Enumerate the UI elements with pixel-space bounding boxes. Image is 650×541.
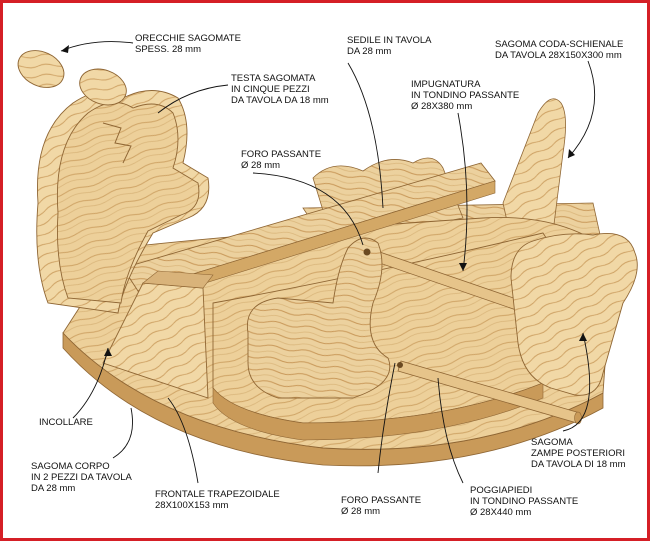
label-head-line2: IN CINQUE PEZZI	[231, 84, 310, 95]
leader-body	[112, 407, 133, 459]
seat-side-panel	[246, 237, 391, 399]
label-hole-bottom: FORO PASSANTE Ø 28 mm	[341, 495, 421, 517]
arrow-legs	[579, 333, 587, 341]
leader-hole-bottom	[377, 362, 396, 474]
rocking-horse-illustration	[17, 41, 638, 484]
ear-right	[79, 68, 127, 106]
rocker-edge-front	[212, 382, 544, 441]
label-head-line1: TESTA SAGOMATA	[231, 73, 316, 84]
label-glue: INCOLLARE	[39, 417, 93, 428]
head-shape-front	[56, 102, 200, 304]
label-head-line3: DA TAVOLA DA 18 mm	[231, 95, 329, 106]
label-front: FRONTALE TRAPEZOIDALE 28X100X153 mm	[155, 489, 280, 511]
leader-lines	[60, 41, 596, 484]
leader-ears	[60, 41, 134, 52]
label-legs-line2: ZAMPE POSTERIORI	[531, 448, 625, 459]
label-glue-line1: INCOLLARE	[39, 417, 93, 428]
leader-footrest	[437, 377, 464, 484]
label-seat-line1: SEDILE IN TAVOLA	[347, 35, 432, 46]
leader-seat	[347, 62, 384, 209]
leader-head	[157, 84, 229, 114]
ear-left	[17, 50, 65, 88]
head-notch	[102, 122, 132, 164]
label-footrest-line3: Ø 28X440 mm	[470, 507, 532, 518]
footrest-rod-end	[574, 411, 582, 425]
arrow-ears	[61, 45, 69, 53]
label-seat-line2: DA 28 mm	[347, 46, 392, 57]
leader-tail	[567, 60, 596, 159]
label-front-line2: 28X100X153 mm	[155, 500, 229, 511]
label-body-line3: DA 28 mm	[31, 483, 76, 494]
label-legs-line3: DA TAVOLA DI 18 mm	[531, 459, 626, 470]
arrow-handle	[459, 263, 467, 271]
label-footrest-line2: IN TONDINO PASSANTE	[470, 496, 579, 507]
leader-handle	[457, 112, 468, 272]
leader-legs	[562, 332, 591, 432]
leader-hole-top	[252, 172, 364, 246]
label-ears-line1: ORECCHIE SAGOMATE	[135, 33, 241, 44]
label-hole-bottom-line2: Ø 28 mm	[341, 506, 381, 517]
label-footrest-line1: POGGIAPIEDI	[470, 485, 533, 496]
label-head: TESTA SAGOMATA IN CINQUE PEZZI DA TAVOLA…	[231, 73, 329, 106]
label-body-line2: IN 2 PEZZI DA TAVOLA	[31, 472, 132, 483]
handle-hole	[363, 248, 371, 256]
label-front-line1: FRONTALE TRAPEZOIDALE	[155, 489, 280, 500]
label-handle: IMPUGNATURA IN TONDINO PASSANTE Ø 28X380…	[411, 79, 519, 112]
arrow-tail	[568, 149, 575, 158]
label-handle-line2: IN TONDINO PASSANTE	[411, 90, 520, 101]
label-body: SAGOMA CORPO IN 2 PEZZI DA TAVOLA DA 28 …	[31, 461, 132, 494]
label-hole-bottom-line1: FORO PASSANTE	[341, 495, 422, 506]
tail-backrest-shape	[502, 98, 566, 249]
leader-glue	[72, 347, 109, 419]
label-hole-top-line1: FORO PASSANTE	[241, 149, 322, 160]
label-seat: SEDILE IN TAVOLA DA 28 mm	[347, 35, 431, 57]
label-handle-line3: Ø 28X380 mm	[411, 101, 473, 112]
label-legs-line1: SAGOMA	[531, 437, 573, 448]
leader-arrowheads	[61, 45, 587, 356]
label-footrest: POGGIAPIEDI IN TONDINO PASSANTE Ø 28X440…	[470, 485, 578, 518]
rear-legs-shape	[510, 233, 638, 396]
label-hole-top: FORO PASSANTE Ø 28 mm	[241, 149, 321, 171]
footrest-hole	[397, 362, 403, 368]
label-body-line1: SAGOMA CORPO	[31, 461, 110, 472]
label-ears: ORECCHIE SAGOMATE SPESS. 28 mm	[135, 33, 241, 55]
label-legs: SAGOMA ZAMPE POSTERIORI DA TAVOLA DI 18 …	[531, 437, 626, 470]
label-tail-line1: SAGOMA CODA-SCHIENALE	[495, 39, 624, 50]
arrow-glue	[104, 348, 112, 356]
leader-front	[167, 397, 199, 484]
label-hole-top-line2: Ø 28 mm	[241, 160, 281, 171]
trapezoid-top	[142, 270, 214, 289]
label-tail-line2: DA TAVOLA 28X150X300 mm	[495, 50, 622, 61]
label-tail: SAGOMA CODA-SCHIENALE DA TAVOLA 28X150X3…	[495, 39, 623, 61]
label-handle-line1: IMPUGNATURA	[411, 79, 481, 90]
label-ears-line2: SPESS. 28 mm	[135, 44, 201, 55]
